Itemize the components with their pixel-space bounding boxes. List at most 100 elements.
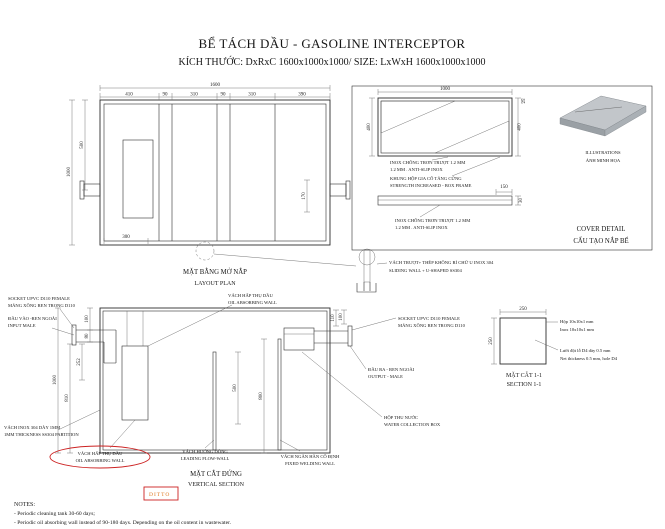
cover-side-dim-height: 30 <box>519 198 524 204</box>
section-flow-wall-label-l2: LEADING FLOW-WALL <box>181 456 230 461</box>
sliding-wall-leader <box>376 262 388 265</box>
plan-dim-seg-4: 90 <box>221 93 227 98</box>
plan-caption-vi: MẶT BẰNG MỞ NẮP <box>183 268 247 276</box>
section-dim-outlet-110: 110 <box>331 314 336 322</box>
cover-hatch-top-left <box>380 100 456 134</box>
section-dim-1000: 1000 <box>53 375 58 386</box>
cover-side-view <box>377 195 513 206</box>
mesh-dim-width: 250 <box>519 307 527 312</box>
plan-detail-leader <box>213 253 357 267</box>
cover-frame-label-en: STRENGTH INCREASED - BOX FRAME <box>390 183 472 188</box>
cover-illustration-photo <box>559 95 647 137</box>
plan-oil-absorbing-wall-hatch <box>122 139 154 219</box>
section-outlet-pipe <box>314 325 353 347</box>
cover-dim-left: 400 <box>367 123 372 131</box>
section-caption-vi: MẶT CẮT ĐỨNG <box>190 470 242 478</box>
notes-line-2: - Periodic oil absorbing wall instead of… <box>14 519 232 526</box>
drawing-title: BỂ TÁCH DẦU - GASOLINE INTERCEPTOR <box>199 36 466 51</box>
plan-dim-outlet: 170 <box>302 192 307 200</box>
plan-outlet-pipe <box>329 180 351 200</box>
plan-dim-total: 1600 <box>210 83 221 88</box>
section-socket-in-label-l2: MĂNG XÔNG REN TRONG D110 <box>8 303 76 308</box>
cover-plate-inner <box>380 100 510 154</box>
section-socket-out-label-l2: MĂNG XÔNG REN TRONG D110 <box>398 323 466 328</box>
section-fixed-welding-wall <box>277 338 282 451</box>
oil-wall-highlight-ellipse <box>49 445 151 469</box>
section-tank-inner <box>102 310 328 451</box>
mesh-dimension-lines <box>491 309 547 365</box>
plan-dim-seg-2: 90 <box>163 93 169 98</box>
mesh-square <box>499 317 547 365</box>
plan-dim-seg-3: 310 <box>190 93 198 98</box>
layout-plan-view: 1600 410 90 310 90 310 390 1000 500 300 … <box>67 83 357 287</box>
plan-dim-depth: 1000 <box>67 167 72 178</box>
section-partition-label-l1: VÁCH INOX 304 DÀY 1MM <box>4 425 60 430</box>
ditto-stamp-box <box>143 486 179 501</box>
section-water-collection-box <box>283 327 315 351</box>
cover-antislip-label-en: 1.2 MM . ANTI-SLIP INOX <box>390 167 443 172</box>
cover-dim-width: 1000 <box>440 87 451 92</box>
cover-dim-thickness: 25 <box>522 98 527 104</box>
notes-heading: NOTES: <box>14 502 35 508</box>
plan-inner-wall <box>103 103 327 242</box>
cover-illustration-caption-vi: ẢNH MINH HỌA <box>586 158 621 163</box>
plan-dim-seg-6: 390 <box>298 93 306 98</box>
section-water-box-label-l2: WATER COLLECTION BOX <box>384 422 441 427</box>
cover-antislip2-label-en: 1.2 MM . ANTI-SLIP INOX <box>395 225 448 230</box>
cover-caption-vi: CẤU TẠO NẮP BỂ <box>573 237 628 245</box>
ditto-stamp-text: DITTO <box>149 492 170 498</box>
section-dim-outlet-100: 100 <box>339 313 344 321</box>
section-oil-wall-bottom-label-l2: OIL ABSORBING WALL <box>76 458 125 463</box>
section-dim-252: 252 <box>77 358 82 366</box>
cover-illustration-caption-en: ILLUSTRATIONS <box>585 150 621 155</box>
section-partition-label-l2: 1MM THICKNESS SS304 PARTITION <box>4 432 79 437</box>
plan-dimension-lines <box>69 85 331 246</box>
cover-plate-outer <box>377 97 513 157</box>
section-dimension-lines <box>55 307 347 454</box>
section-flow-wall-label-l1: VÁCH HƯỚNG DÒNG <box>182 449 228 454</box>
section-input-label-l2: INPUT MALE <box>8 323 36 328</box>
section-dim-500: 500 <box>233 384 238 392</box>
plan-caption-en: LAYOUT PLAN <box>194 281 236 287</box>
plan-partition-walls <box>158 104 276 241</box>
section-socket-out-label-l1: SOCKET UPVC D110 FEMALE <box>398 316 460 321</box>
cover-antislip-label-vi: INOX CHỐNG TRƠN TRƯỢT 1.2 MM <box>390 160 465 165</box>
section-oil-absorbing-wall <box>121 311 149 421</box>
section-dim-810: 810 <box>65 394 70 402</box>
section-output-label-l1: ĐẦU RA - REN NGOÀI <box>368 367 415 372</box>
cover-dim-right: 400 <box>518 123 523 131</box>
section-oil-wall-bottom-label-l1: VÁCH HẤP THỤ DẦU <box>78 451 123 456</box>
section-input-label-l1: ĐẦU VÀO -REN NGOÀI <box>8 316 57 321</box>
plan-dim-wall: 300 <box>122 235 130 240</box>
cover-detail-panel: 1000 400 400 25 INOX CHỐNG TRƠN TRƯỢT 1.… <box>351 85 653 251</box>
plan-dim-seg-5: 310 <box>248 93 256 98</box>
cover-antislip2-label-vi: INOX CHỐNG TRƠN TRƯỢT 1.2 MM <box>395 218 470 223</box>
cover-label-leaders <box>431 156 501 177</box>
cover-caption-en: COVER DETAIL <box>577 226 626 233</box>
sliding-wall-detail-circle <box>358 248 376 266</box>
section-oil-wall-top-label-l1: VÁCH HẤP THỤ DẦU <box>228 293 273 298</box>
section-dim-inlet-80: 80 <box>85 333 90 339</box>
plan-outer-wall <box>99 99 331 246</box>
mesh-note-4: Net thickness 0.5 mm, hole D4 <box>560 356 618 362</box>
section-inlet-pipe <box>71 324 117 364</box>
title-block: BỂ TÁCH DẦU - GASOLINE INTERCEPTOR KÍCH … <box>178 36 485 68</box>
plan-detail-callout-circle <box>195 241 215 261</box>
mesh-note-leaders <box>534 321 559 351</box>
section-label-leaders <box>51 304 397 452</box>
section-caption-en: VERTICAL SECTION <box>188 482 245 488</box>
section-dim-inlet-100: 100 <box>85 315 90 323</box>
mesh-note-3: Lưới đột lỗ D4 dày 0.5 mm <box>560 348 611 353</box>
mesh-note-2: Inox 10x10x1 mm <box>560 327 594 332</box>
cover-side-dimension-lines <box>419 189 521 218</box>
section-socket-in-label-l1: SOCKET UPVC D110 FEMALE <box>8 296 70 301</box>
section-output-label-l2: OUTPUT - MALE <box>368 374 403 379</box>
vertical-section-view: 1000 810 252 100 80 500 800 110 100 SOCK… <box>4 293 466 488</box>
sliding-wall-u-channel <box>356 282 377 293</box>
sliding-wall-plate <box>363 249 371 283</box>
mesh-note-1: Hộp 10x10x1 mm <box>560 319 594 324</box>
section-water-box-label-l1: HỘP THU NƯỚC <box>384 415 418 420</box>
section11-caption-en: SECTION 1-1 <box>507 382 542 388</box>
